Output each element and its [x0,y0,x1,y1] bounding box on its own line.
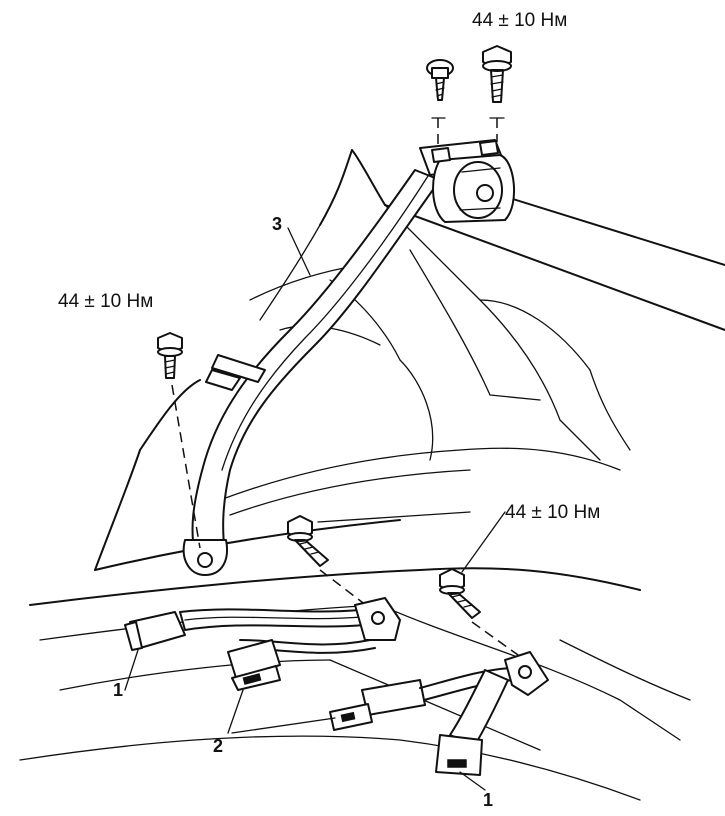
bolt-icon [287,515,329,567]
body-panel-lines [19,149,725,801]
callout-shoulder-belt: 3 [272,214,282,234]
buckle-right [435,651,549,776]
torque-label-left: 44 ± 10 Нм [58,291,153,312]
bolt-icon [426,59,454,101]
torque-label-top: 44 ± 10 Нм [472,10,567,31]
belt-retractor [419,139,516,223]
callout-tongue: 2 [213,736,223,756]
buckle-left [124,608,366,651]
bolt-icon [439,568,481,619]
torque-label-lower: 44 ± 10 Нм [505,502,600,523]
bolt-icon [482,45,512,103]
shoulder-belt [182,169,441,576]
bolt-icon [157,332,183,379]
callout-buckle-left: 1 [113,680,123,700]
buckle-center [227,639,281,691]
callout-leaders [124,227,506,791]
latch-tongue [329,667,516,731]
callout-buckle-right: 1 [483,790,493,810]
